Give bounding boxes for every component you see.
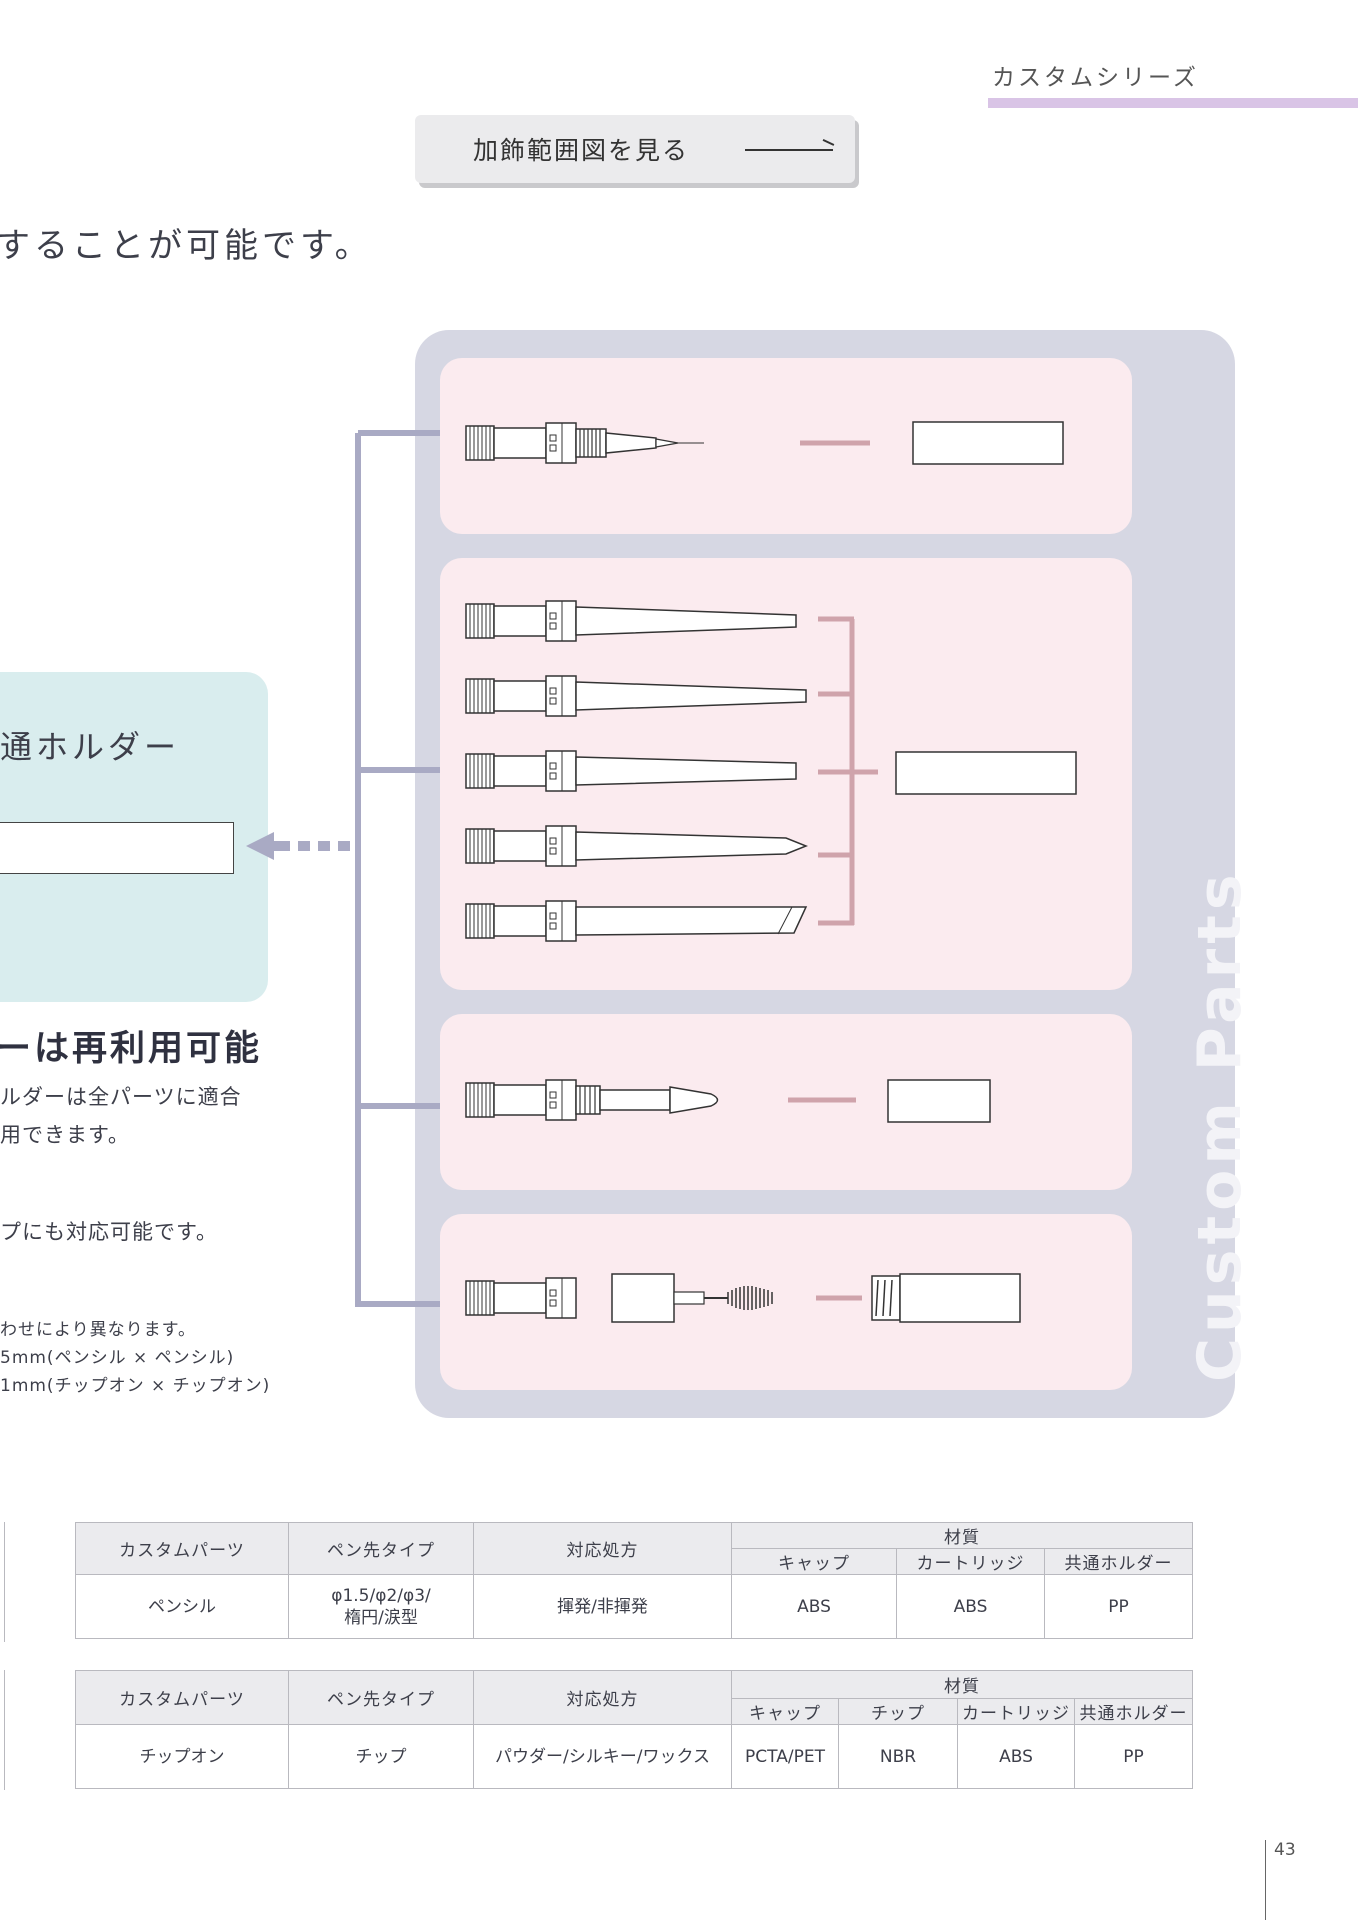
common-holder-title: 通ホルダー bbox=[0, 728, 181, 766]
col-cap: キャップ bbox=[731, 1548, 897, 1575]
col-material: 材質 bbox=[731, 1522, 1193, 1549]
reuse-line-1: ルダーは全パーツに適合 bbox=[0, 1085, 242, 1109]
cell-part: チップオン bbox=[75, 1724, 289, 1789]
col-formula: 対応処方 bbox=[473, 1670, 732, 1725]
col-tip-type: ペン先タイプ bbox=[288, 1522, 474, 1575]
col-cartridge: カートリッジ bbox=[896, 1548, 1045, 1575]
cell-tip-line-1: φ1.5/φ2/φ3/ bbox=[331, 1585, 431, 1606]
cell-holder: PP bbox=[1044, 1574, 1193, 1639]
holder-connector-lines bbox=[355, 430, 440, 1307]
series-title: カスタムシリーズ bbox=[992, 65, 1199, 91]
table-row: チップオン チップ パウダー/シルキー/ワックス PCTA/PET NBR AB… bbox=[75, 1724, 1193, 1789]
view-decoration-range-label: 加飾範囲図を見る bbox=[473, 136, 690, 165]
cell-cartridge: ABS bbox=[896, 1574, 1045, 1639]
page-number: 43 bbox=[1274, 1840, 1296, 1860]
col-common-holder: 共通ホルダー bbox=[1074, 1698, 1193, 1725]
dashed-arrow-left-icon bbox=[246, 832, 350, 860]
col-formula: 対応処方 bbox=[473, 1522, 732, 1575]
col-common-holder: 共通ホルダー bbox=[1044, 1548, 1193, 1575]
col-custom-part: カスタムパーツ bbox=[75, 1522, 289, 1575]
arrow-right-icon bbox=[745, 149, 833, 151]
cell-chip: NBR bbox=[838, 1724, 958, 1789]
custom-parts-label: Custom Parts bbox=[1185, 869, 1255, 1382]
col-custom-part: カスタムパーツ bbox=[75, 1670, 289, 1725]
reuse-heading: ーは再利用可能 bbox=[0, 1029, 263, 1069]
size-notes: わせにより異なります。 5mm(ペンシル × ペンシル) 1mm(チップオン ×… bbox=[0, 1316, 270, 1400]
tip-compatibility-note: プにも対応可能です。 bbox=[0, 1220, 218, 1244]
col-tip-type: ペン先タイプ bbox=[288, 1670, 474, 1725]
cell-tip-line-2: 楕円/涙型 bbox=[344, 1607, 418, 1628]
intro-text: することが可能です。 bbox=[0, 226, 373, 266]
cell-part: ペンシル bbox=[75, 1574, 289, 1639]
cropped-table-stub-1 bbox=[0, 1522, 5, 1642]
cell-cap: PCTA/PET bbox=[731, 1724, 839, 1789]
holder-image-frame bbox=[0, 822, 234, 874]
col-cartridge: カートリッジ bbox=[957, 1698, 1075, 1725]
cell-cap: ABS bbox=[731, 1574, 897, 1639]
col-cap: キャップ bbox=[731, 1698, 839, 1725]
col-chip: チップ bbox=[838, 1698, 958, 1725]
tip-on-spec-table: カスタムパーツ ペン先タイプ 対応処方 材質 キャップ チップ カートリッジ 共… bbox=[75, 1670, 1193, 1789]
custom-parts-illustrations bbox=[465, 421, 1077, 1323]
cell-tip: φ1.5/φ2/φ3/ 楕円/涙型 bbox=[288, 1574, 474, 1639]
note-line-1: わせにより異なります。 bbox=[0, 1320, 196, 1340]
table-row: ペンシル φ1.5/φ2/φ3/ 楕円/涙型 揮発/非揮発 ABS ABS PP bbox=[75, 1574, 1193, 1639]
cell-holder: PP bbox=[1074, 1724, 1193, 1789]
reuse-line-2: 用できます。 bbox=[0, 1123, 130, 1147]
cropped-table-stub-2 bbox=[0, 1670, 5, 1790]
cell-formula: 揮発/非揮発 bbox=[473, 1574, 732, 1639]
reuse-description: ルダーは全パーツに適合 用できます。 bbox=[0, 1078, 242, 1154]
note-line-2: 5mm(ペンシル × ペンシル) bbox=[0, 1348, 235, 1368]
col-material: 材質 bbox=[731, 1670, 1193, 1699]
note-line-3: 1mm(チップオン × チップオン) bbox=[0, 1376, 271, 1396]
page-number-rule bbox=[1265, 1840, 1266, 1920]
cell-formula: パウダー/シルキー/ワックス bbox=[473, 1724, 732, 1789]
cell-tip: チップ bbox=[288, 1724, 474, 1789]
series-accent-bar bbox=[988, 98, 1358, 108]
view-decoration-range-button[interactable]: 加飾範囲図を見る bbox=[415, 115, 855, 183]
pencil-spec-table: カスタムパーツ ペン先タイプ 対応処方 材質 キャップ カートリッジ 共通ホルダ… bbox=[75, 1522, 1193, 1639]
cell-cartridge: ABS bbox=[957, 1724, 1075, 1789]
